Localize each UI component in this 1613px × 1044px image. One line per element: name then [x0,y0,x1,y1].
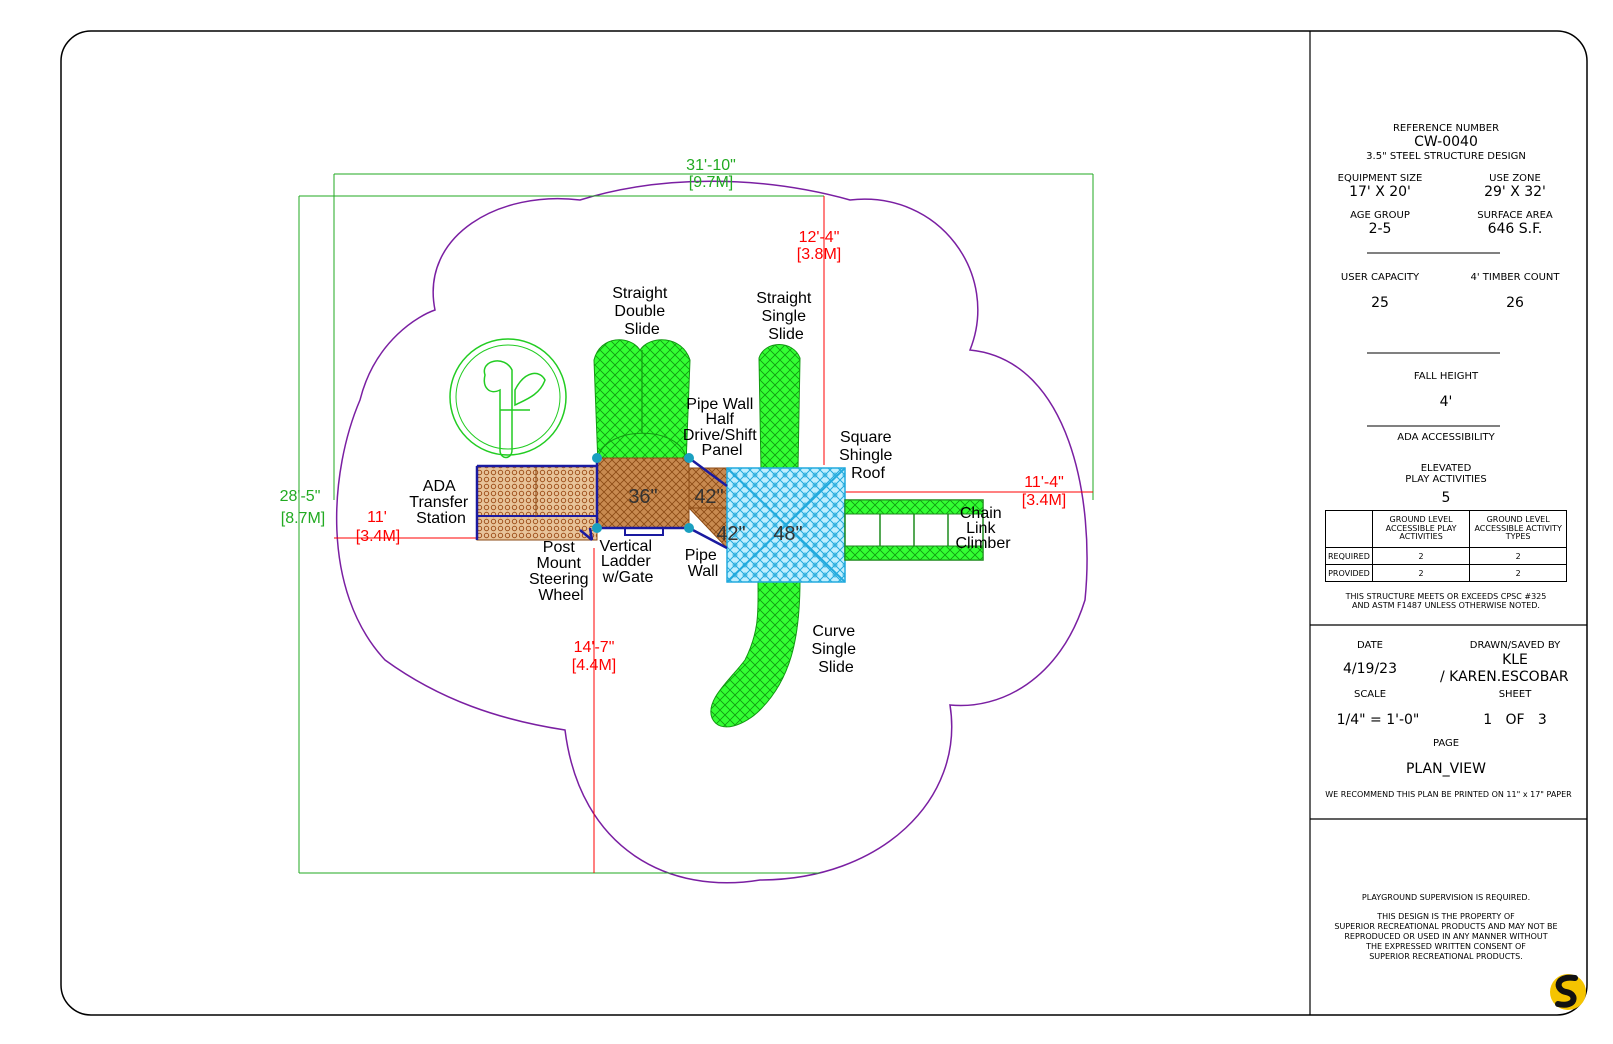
ladder-gate-symbol [624,527,664,536]
posts [592,453,694,533]
scale-value: 1/4" = 1'-0" [1336,712,1420,728]
user-capacity-value: 25 [1371,295,1389,311]
row-value: 2 [1371,564,1471,582]
sheet-value: 1 OF 3 [1483,712,1547,728]
fall-height-label: FALL HEIGHT [1413,371,1479,382]
label-post-mount-steering-wheel: Post Mount Steering Wheel [529,539,593,604]
property-line-5: SUPERIOR RECREATIONAL PRODUCTS. [1369,952,1523,961]
user-capacity-label: USER CAPACITY [1340,272,1420,283]
use-zone-boundary [335,180,1088,884]
sheet-label: SHEET [1498,689,1532,700]
reference-label: REFERENCE NUMBER [1392,123,1500,134]
fall-height-value: 4' [1439,394,1453,410]
table-row: PROVIDED 2 2 [1325,564,1567,582]
title-block-rules [1367,252,1500,427]
deck-42-upper-label: 42" [694,486,723,508]
scale-label: SCALE [1353,689,1387,700]
property-line-4: THE EXPRESSED WRITTEN CONSENT OF [1366,942,1526,951]
overall-depth-dimension [298,195,824,874]
age-group-value: 2-5 [1368,221,1392,237]
elevated-label-1: ELEVATED [1420,463,1472,474]
curve-single-slide [710,579,801,728]
overall-width-label: 31'-10" [686,157,736,174]
company-logo [449,338,567,459]
elevated-value: 5 [1441,490,1451,506]
table-header-play-activities: GROUND LEVEL ACCESSIBLE PLAY ACTIVITIES [1371,510,1471,548]
elevated-label-2: PLAY ACTIVITIES [1405,474,1487,485]
overall-width-dimension [333,173,1094,500]
property-line-2: SUPERIOR RECREATIONAL PRODUCTS AND MAY N… [1334,922,1558,931]
ada-accessibility-label: ADA ACCESSIBILITY [1397,432,1495,443]
label-curve-single-slide: Curve Single Slide [812,623,861,676]
deck-36 [596,457,690,529]
row-value: 2 [1371,547,1471,565]
brand-logo [1550,974,1586,1010]
use-zone-label: USE ZONE [1489,173,1541,184]
label-vertical-ladder: Vertical Ladder w/Gate [600,538,657,586]
table-header-activity-types: GROUND LEVEL ACCESSIBLE ACTIVITY TYPES [1469,510,1567,548]
steering-wheel-symbol [579,527,594,541]
chain-link-climber [844,499,984,561]
label-pipe-wall: Pipe Wall [685,547,721,580]
age-group-label: AGE GROUP [1350,210,1410,221]
top-offset-metric: [3.8M] [797,246,841,263]
table-corner [1325,510,1373,548]
top-offset-label: 12'-4" [799,229,840,246]
right-offset-metric: [3.4M] [1022,492,1066,509]
date-label: DATE [1356,640,1383,651]
offset-dimensions [334,196,1093,873]
table-row: REQUIRED 2 2 [1325,547,1567,565]
left-offset-label: 11' [367,509,387,526]
print-note: WE RECOMMEND THIS PLAN BE PRINTED ON 11"… [1325,790,1572,799]
row-value: 2 [1469,547,1567,565]
equipment-size-label: EQUIPMENT SIZE [1337,173,1423,184]
row-label: PROVIDED [1325,564,1373,582]
straight-single-slide [758,344,801,471]
bottom-offset-metric: [4.4M] [572,657,616,674]
label-square-shingle-roof: Square Shingle Roof [839,429,897,482]
design-description: 3.5" STEEL STRUCTURE DESIGN [1366,151,1526,162]
ada-activity-table: GROUND LEVEL ACCESSIBLE PLAY ACTIVITIES … [1325,510,1567,582]
overall-width-metric: [9.7M] [689,174,733,191]
label-straight-double-slide: Straight Double Slide [612,285,672,338]
left-offset-metric: [3.4M] [356,528,400,545]
drawn-by-label: DRAWN/SAVED BY [1469,640,1561,651]
compliance-line-2: AND ASTM F1487 UNLESS OTHERWISE NOTED. [1352,601,1540,610]
surface-area-label: SURFACE AREA [1477,210,1553,221]
row-value: 2 [1469,564,1567,582]
bottom-offset-label: 14'-7" [574,639,615,656]
drawn-by-value-1: KLE [1502,652,1528,668]
timber-count-value: 26 [1506,295,1524,311]
reference-value: CW-0040 [1414,134,1478,150]
label-straight-single-slide: Straight Single Slide [756,290,816,343]
page-label: PAGE [1432,738,1460,749]
property-line-3: REPRODUCED OR USED IN ANY MANNER WITHOUT [1344,932,1548,941]
label-ada-transfer-station: ADA Transfer Station [409,478,472,527]
overall-depth-metric: [8.7M] [281,510,325,527]
deck-42-lower-label: 42" [716,523,745,545]
property-line-1: THIS DESIGN IS THE PROPERTY OF [1377,912,1515,921]
label-chain-link-climber: Chain Link Climber [955,505,1011,552]
slide-entry-arch [597,432,687,459]
use-zone-value: 29' X 32' [1484,184,1546,200]
supervision-note: PLAYGROUND SUPERVISION IS REQUIRED. [1361,893,1531,902]
surface-area-value: 646 S.F. [1487,221,1543,237]
label-pipe-wall-panel: Pipe Wall Half Drive/Shift Panel [683,396,761,459]
compliance-line-1: THIS STRUCTURE MEETS OR EXCEEDS CPSC #32… [1345,592,1547,601]
page-value: PLAN_VIEW [1405,761,1486,777]
right-offset-label: 11'-4" [1024,474,1064,491]
deck-36-label: 36" [628,486,657,508]
row-label: REQUIRED [1325,547,1373,565]
deck-48-label: 48" [773,523,802,545]
equipment-size-value: 17' X 20' [1349,184,1411,200]
date-value: 4/19/23 [1343,661,1397,677]
timber-count-label: 4' TIMBER COUNT [1470,272,1560,283]
drawn-by-value-2: / KAREN.ESCOBAR [1440,669,1569,685]
overall-depth-label: 28'-5" [280,488,321,505]
ada-transfer-station [476,465,598,541]
